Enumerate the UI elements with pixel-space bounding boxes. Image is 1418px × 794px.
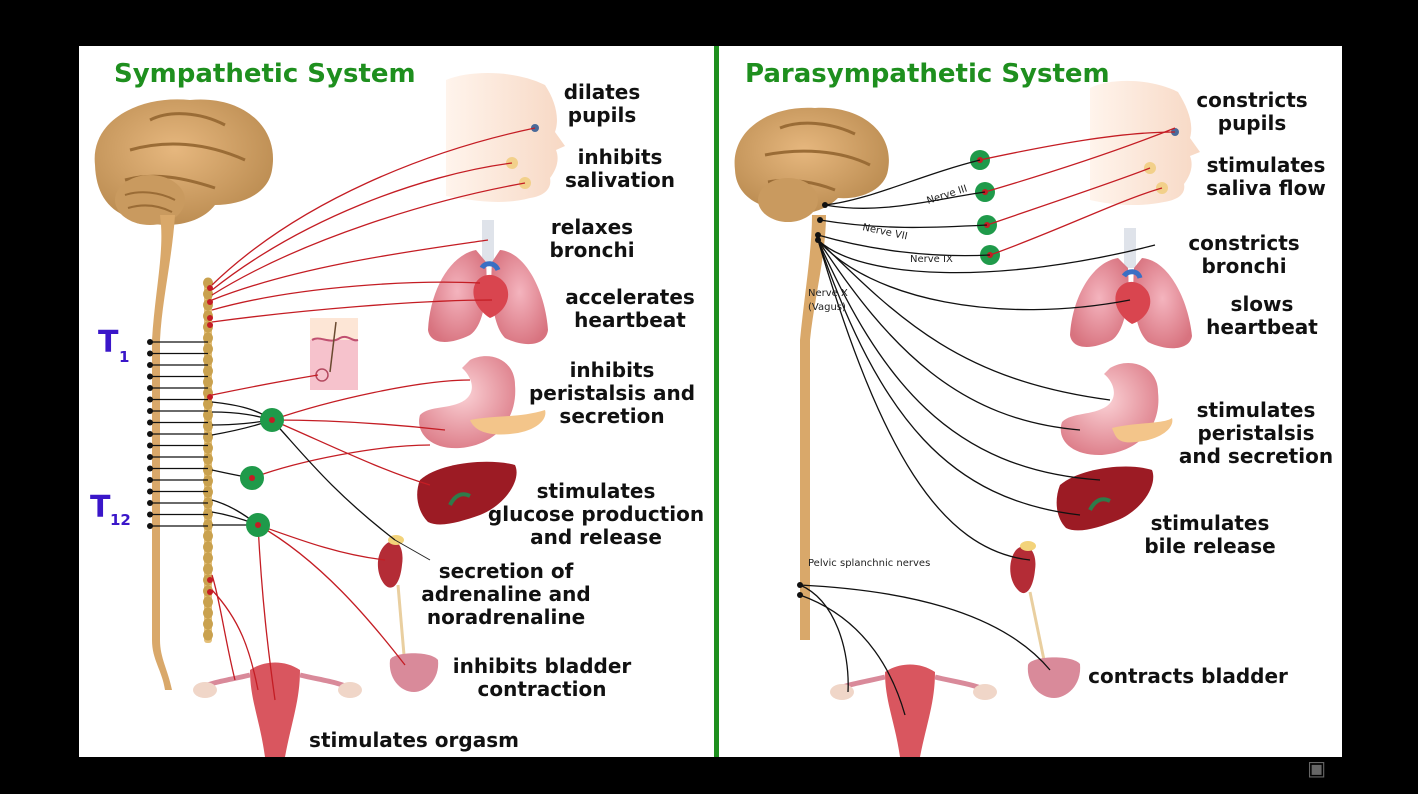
skin-icon [310,318,358,390]
liver-icon [1057,466,1154,530]
chain-ganglion-bead [203,465,213,476]
t1-marker: T [98,325,119,360]
spinal-root-dot [147,397,153,403]
chain-ganglion-bead [203,476,213,487]
t12-marker: T [90,490,111,525]
uterus-icon [830,665,997,758]
spinal-root-dot [147,431,153,437]
brain-icon [735,108,889,222]
chain-ganglion-bead [203,630,213,641]
chain-ganglion-bead [203,366,213,377]
spinal-root-dot [147,466,153,472]
chain-ganglion-bead [203,355,213,366]
chain-ganglion-bead [203,564,213,575]
t1-subscript: 1 [119,348,129,366]
kidney-icon [1010,541,1044,660]
chain-ganglion-bead [203,597,213,608]
para-label-2: stimulatessaliva flow [1206,153,1326,200]
stomach-icon [1061,363,1173,455]
parasympathetic-title: Parasympathetic System [745,59,1110,89]
sym-label-9: stimulates orgasm [309,728,519,752]
spinal-root-dot [147,420,153,426]
chain-ganglion-bead [203,432,213,443]
para-label-7: contracts bladder [1088,664,1288,688]
t12-subscript: 12 [110,511,131,529]
spinal-root-dot [147,339,153,345]
spinal-cord-icon [800,215,826,640]
chain-ganglion-bead [203,377,213,388]
synapse-dot [207,322,213,328]
chain-ganglion-bead [203,531,213,542]
chain-ganglion-bead [203,454,213,465]
pelvic-splanchnic-label: Pelvic splanchnic nerves [808,558,930,569]
sympathetic-title: Sympathetic System [114,59,416,89]
stomach-icon [419,356,545,448]
bladder-icon [390,653,438,692]
nerve-ix-label: Nerve IX [910,254,953,265]
spinal-root-dot [147,523,153,529]
spinal-root-dot [147,489,153,495]
chain-ganglion-bead [203,520,213,531]
spinal-root-dot [147,443,153,449]
watermark-logo-icon: ▣ [1307,756,1326,780]
spinal-root-dot [147,477,153,483]
chain-ganglion-bead [203,553,213,564]
synapse-dot [207,577,213,583]
chain-ganglion-bead [203,443,213,454]
nerve-iii-label: Nerve III [926,183,969,206]
spinal-root-dot [147,454,153,460]
synapse-dot [207,589,213,595]
nerve-vii-label: Nerve VII [861,222,908,242]
panel-divider [714,46,719,757]
nerve-x-label: Nerve X [808,288,848,299]
spinal-cord-icon [152,215,175,690]
spinal-root-dot [147,408,153,414]
face-icon [1090,81,1200,205]
spinal-root-dot [147,500,153,506]
ganglion-icon [970,150,1000,265]
spinal-root-dot [147,351,153,357]
chain-ganglion-bead [203,619,213,630]
synapse-dot [207,315,213,321]
brain-icon [95,99,273,225]
vagus-label: (Vagus) [808,302,846,313]
bladder-icon [1028,657,1080,698]
spinal-root-dot [147,374,153,380]
spinal-root-dot [147,512,153,518]
chain-ganglion-bead [203,608,213,619]
sympathetic-chain [203,278,213,644]
chain-ganglion-bead [203,542,213,553]
spinal-root-dot [147,385,153,391]
spinal-root-dot [147,362,153,368]
face-icon [446,73,565,202]
